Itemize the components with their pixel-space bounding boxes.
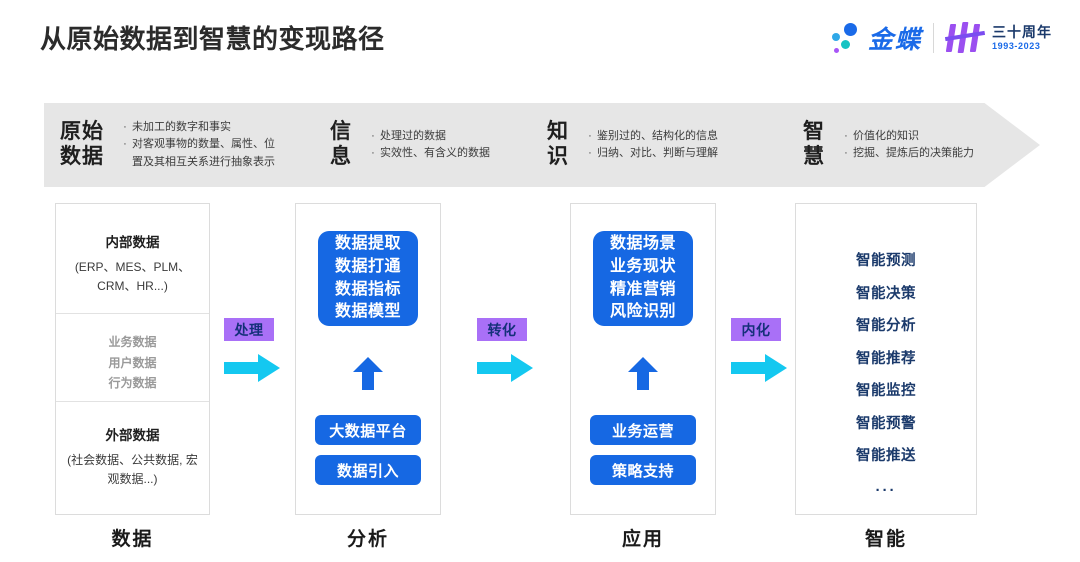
intelligence-item: 智能预测 [856,253,916,269]
anniversary-years: 1993-2023 [992,41,1041,52]
banner-segment-bullets: · 鉴别过的、结构化的信息 · 归纳、对比、判断与理解 [583,128,718,162]
anniversary-mark-icon [944,21,986,55]
data-type-item: 用户数据 [108,355,157,370]
column-data: 内部数据 (ERP、MES、PLM、 CRM、HR...) 业务数据 用户数据 … [55,203,210,515]
intelligence-ellipsis: ··· [875,481,897,499]
bullet-icon: · [371,147,375,159]
bullet-text: 鉴别过的、结构化的信息 [597,129,718,142]
bullet-text: 处理过的数据 [380,129,446,142]
bullet-text: 价值化的知识 [853,129,919,142]
intelligence-list: 智能预测 智能决策 智能分析 智能推荐 智能监控 智能预警 智能推送 ··· [796,204,976,499]
column-application: 数据场景 业务现状 精准营销 风险识别 业务运营 策略支持 [570,203,716,515]
external-data-block: 外部数据 (社会数据、公共数据, 宏观数据...) [56,402,209,488]
application-operations-button[interactable]: 业务运营 [590,415,696,445]
data-types-block: 业务数据 用户数据 行为数据 [56,314,209,402]
anniversary-text: 三十周年 1993-2023 [992,23,1052,52]
connector-badge-label: 处理 [224,318,274,341]
analysis-platform-button[interactable]: 大数据平台 [315,415,421,445]
bullet-icon: · [123,138,127,151]
footer-label-application: 应用 [621,529,664,550]
bullet-text: 归纳、对比、判断与理解 [597,147,718,159]
column-analysis: 数据提取 数据打通 数据指标 数据模型 大数据平台 数据引入 [295,203,441,515]
intelligence-item: 智能预警 [856,415,916,432]
banner-segment-raw-data: 原始 数据 · 未加工的数字和事实 · 对客观事物的数量、属性、位 置及其相互关系进… [60,103,275,187]
banner-segment-information: 信 息 · 处理过的数据 · 实效性、有含义的数据 [330,103,490,187]
banner-segment-title: 信 息 [330,120,352,168]
anniversary-label: 三十周年 [992,23,1052,40]
brand-logo: 金蝶 三十周年 1993-2023 [828,18,1052,58]
brand-divider [933,23,934,53]
connector-badge-label: 转化 [477,318,527,341]
bullet-icon: · [123,121,127,134]
internal-data-title: 内部数据 [105,235,160,250]
bullet-text: 未加工的数字和事实 [132,121,231,134]
bullet-icon: · [844,129,848,142]
connector-processing: 处理 [224,318,282,383]
external-data-title: 外部数据 [105,428,160,443]
bullet-text: 实效性、有含义的数据 [380,147,490,159]
banner-segment-title: 智 慧 [803,120,825,168]
analysis-capability-card: 数据提取 数据打通 数据指标 数据模型 [318,231,418,326]
intelligence-item: 智能监控 [856,383,916,399]
bullet-icon: · [371,129,375,142]
kingdee-dots-icon [828,21,862,55]
bullet-icon: · [588,129,592,142]
banner-segment-bullets: · 价值化的知识 · 挖掘、提炼后的决策能力 [839,128,974,162]
analysis-ingest-button[interactable]: 数据引入 [315,455,421,485]
bullet-icon: · [844,147,848,159]
intelligence-item: 智能推荐 [856,350,916,367]
banner-segment-bullets: · 未加工的数字和事实 · 对客观事物的数量、属性、位 置及其相互关系进行抽象表示 [118,119,275,170]
right-arrow-icon [731,353,787,383]
application-capability-card: 数据场景 业务现状 精准营销 风险识别 [593,231,693,326]
column-intelligence: 智能预测 智能决策 智能分析 智能推荐 智能监控 智能预警 智能推送 ··· [795,203,977,515]
application-strategy-button[interactable]: 策略支持 [590,455,696,485]
connector-transformation: 转化 [477,318,535,383]
banner-content: 原始 数据 · 未加工的数字和事实 · 对客观事物的数量、属性、位 置及其相互关系进… [44,103,1040,187]
bullet-text: 对客观事物的数量、属性、位 置及其相互关系进行抽象表示 [132,138,275,168]
connector-internalization: 内化 [731,318,789,383]
data-type-item: 业务数据 [108,335,157,349]
connector-badge-label: 内化 [731,318,781,341]
right-arrow-icon [224,353,280,383]
external-data-subtitle: (社会数据、公共数据, 宏观数据...) [67,453,198,486]
banner-segment-wisdom: 智 慧 · 价值化的知识 · 挖掘、提炼后的决策能力 [803,103,974,187]
footer-label-data: 数据 [111,529,154,550]
internal-data-subtitle: (ERP、MES、PLM、 CRM、HR...) [74,260,191,293]
bullet-text: 挖掘、提炼后的决策能力 [853,147,974,159]
data-type-item: 行为数据 [108,376,157,391]
intelligence-item: 智能分析 [856,318,916,334]
footer-label-analysis: 分析 [346,529,389,550]
up-arrow-icon [352,357,384,390]
banner-segment-title: 原始 数据 [60,120,104,168]
page-title: 从原始数据到智慧的变现路径 [40,24,385,54]
bullet-icon: · [588,147,592,159]
right-arrow-icon [477,353,533,383]
up-arrow-icon [627,357,659,390]
intelligence-item: 智能推送 [856,448,916,464]
banner-segment-knowledge: 知 识 · 鉴别过的、结构化的信息 · 归纳、对比、判断与理解 [547,103,718,187]
brand-name: 金蝶 [867,26,922,54]
maturity-banner-arrow [44,103,1040,187]
internal-data-block: 内部数据 (ERP、MES、PLM、 CRM、HR...) [56,204,209,314]
footer-label-intelligence: 智能 [864,529,907,550]
intelligence-item: 智能决策 [856,285,916,302]
banner-segment-title: 知 识 [547,120,569,168]
banner-segment-bullets: · 处理过的数据 · 实效性、有含义的数据 [366,128,490,162]
